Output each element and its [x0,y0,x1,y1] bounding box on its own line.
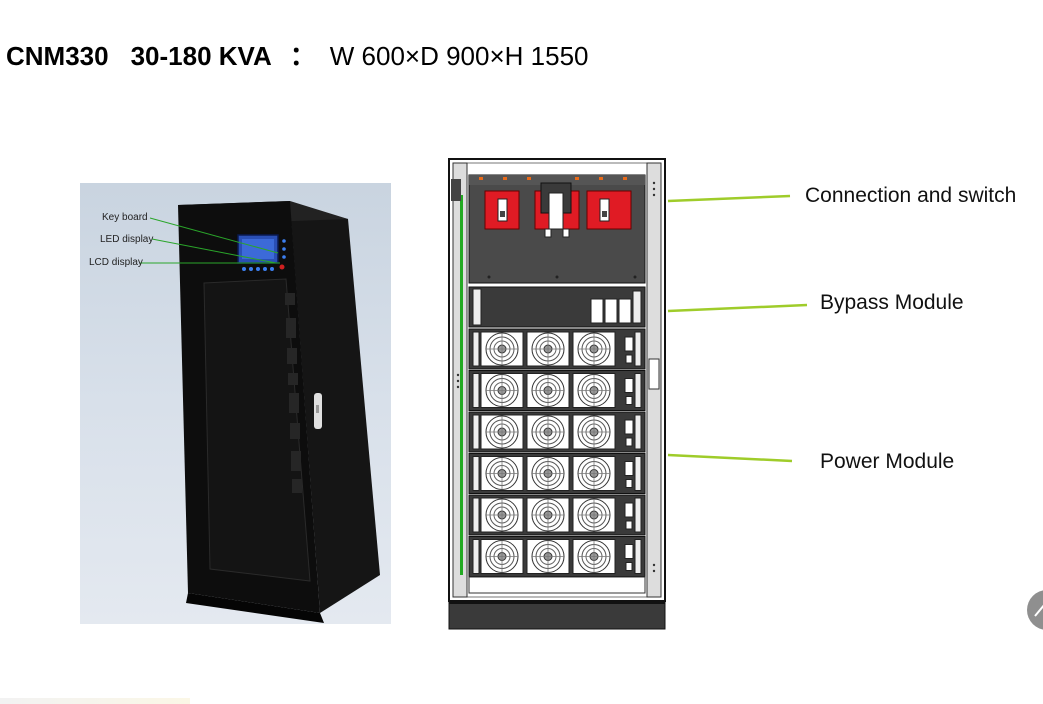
bypass-leader [667,303,808,313]
connection-switch-label: Connection and switch [805,184,1017,207]
terminal-strip [479,177,627,180]
lcd-display-label: LCD display [89,257,143,268]
fan [526,539,570,574]
title-colon: ： [289,41,316,71]
fan [526,456,570,491]
door-perforation [285,293,302,493]
keyboard-buttons [242,239,286,271]
chevron-up-icon [1034,604,1043,617]
power-module [468,328,646,370]
power-module [468,453,646,494]
bypass-module-label: Bypass Module [820,291,964,314]
ups-cabinet-photo: Key board LED display LCD display [80,183,391,624]
key-board-label: Key board [102,212,148,223]
fan [526,373,570,408]
cabinet-photo-svg [140,201,380,623]
power-module [468,411,646,453]
switch-left [484,190,520,230]
power-module [468,370,646,411]
fan [572,539,616,574]
rail-holes [456,181,656,573]
power-module [468,536,646,577]
fan [572,497,616,533]
dimensions: W 600×D 900×H 1550 [329,41,589,71]
power-range: 30-180 KVA [130,41,272,71]
fan [572,373,616,408]
cabinet-base [186,593,324,623]
fan [526,497,570,533]
power-module-label: Power Module [820,450,955,473]
connection-leader [667,194,791,203]
power-modules [468,328,646,577]
scroll-top-button[interactable] [1027,590,1043,630]
power-module [468,494,646,536]
fan [480,414,524,450]
fan [572,331,616,367]
model-name: CNM330 [6,41,109,71]
fan [572,456,616,491]
fan [480,456,524,491]
fan [572,414,616,450]
fan [526,414,570,450]
led-display-label: LED display [100,234,154,245]
cabinet-door [203,278,311,582]
bottom-strip [0,698,190,704]
power-leader [667,453,793,463]
cabinet-line-drawing [448,158,666,630]
fan [480,331,524,367]
fan [480,373,524,408]
fan [480,497,524,533]
switch-center [534,182,580,238]
cabinet-bottom-bay [468,576,646,594]
fan [480,539,524,574]
label-lines [667,194,808,463]
switch-right [586,190,632,230]
cabinet-plinth [448,600,666,630]
fan [526,331,570,367]
page-title: CNM330 30-180 KVA ： W 600×D 900×H 1550 [6,36,589,73]
